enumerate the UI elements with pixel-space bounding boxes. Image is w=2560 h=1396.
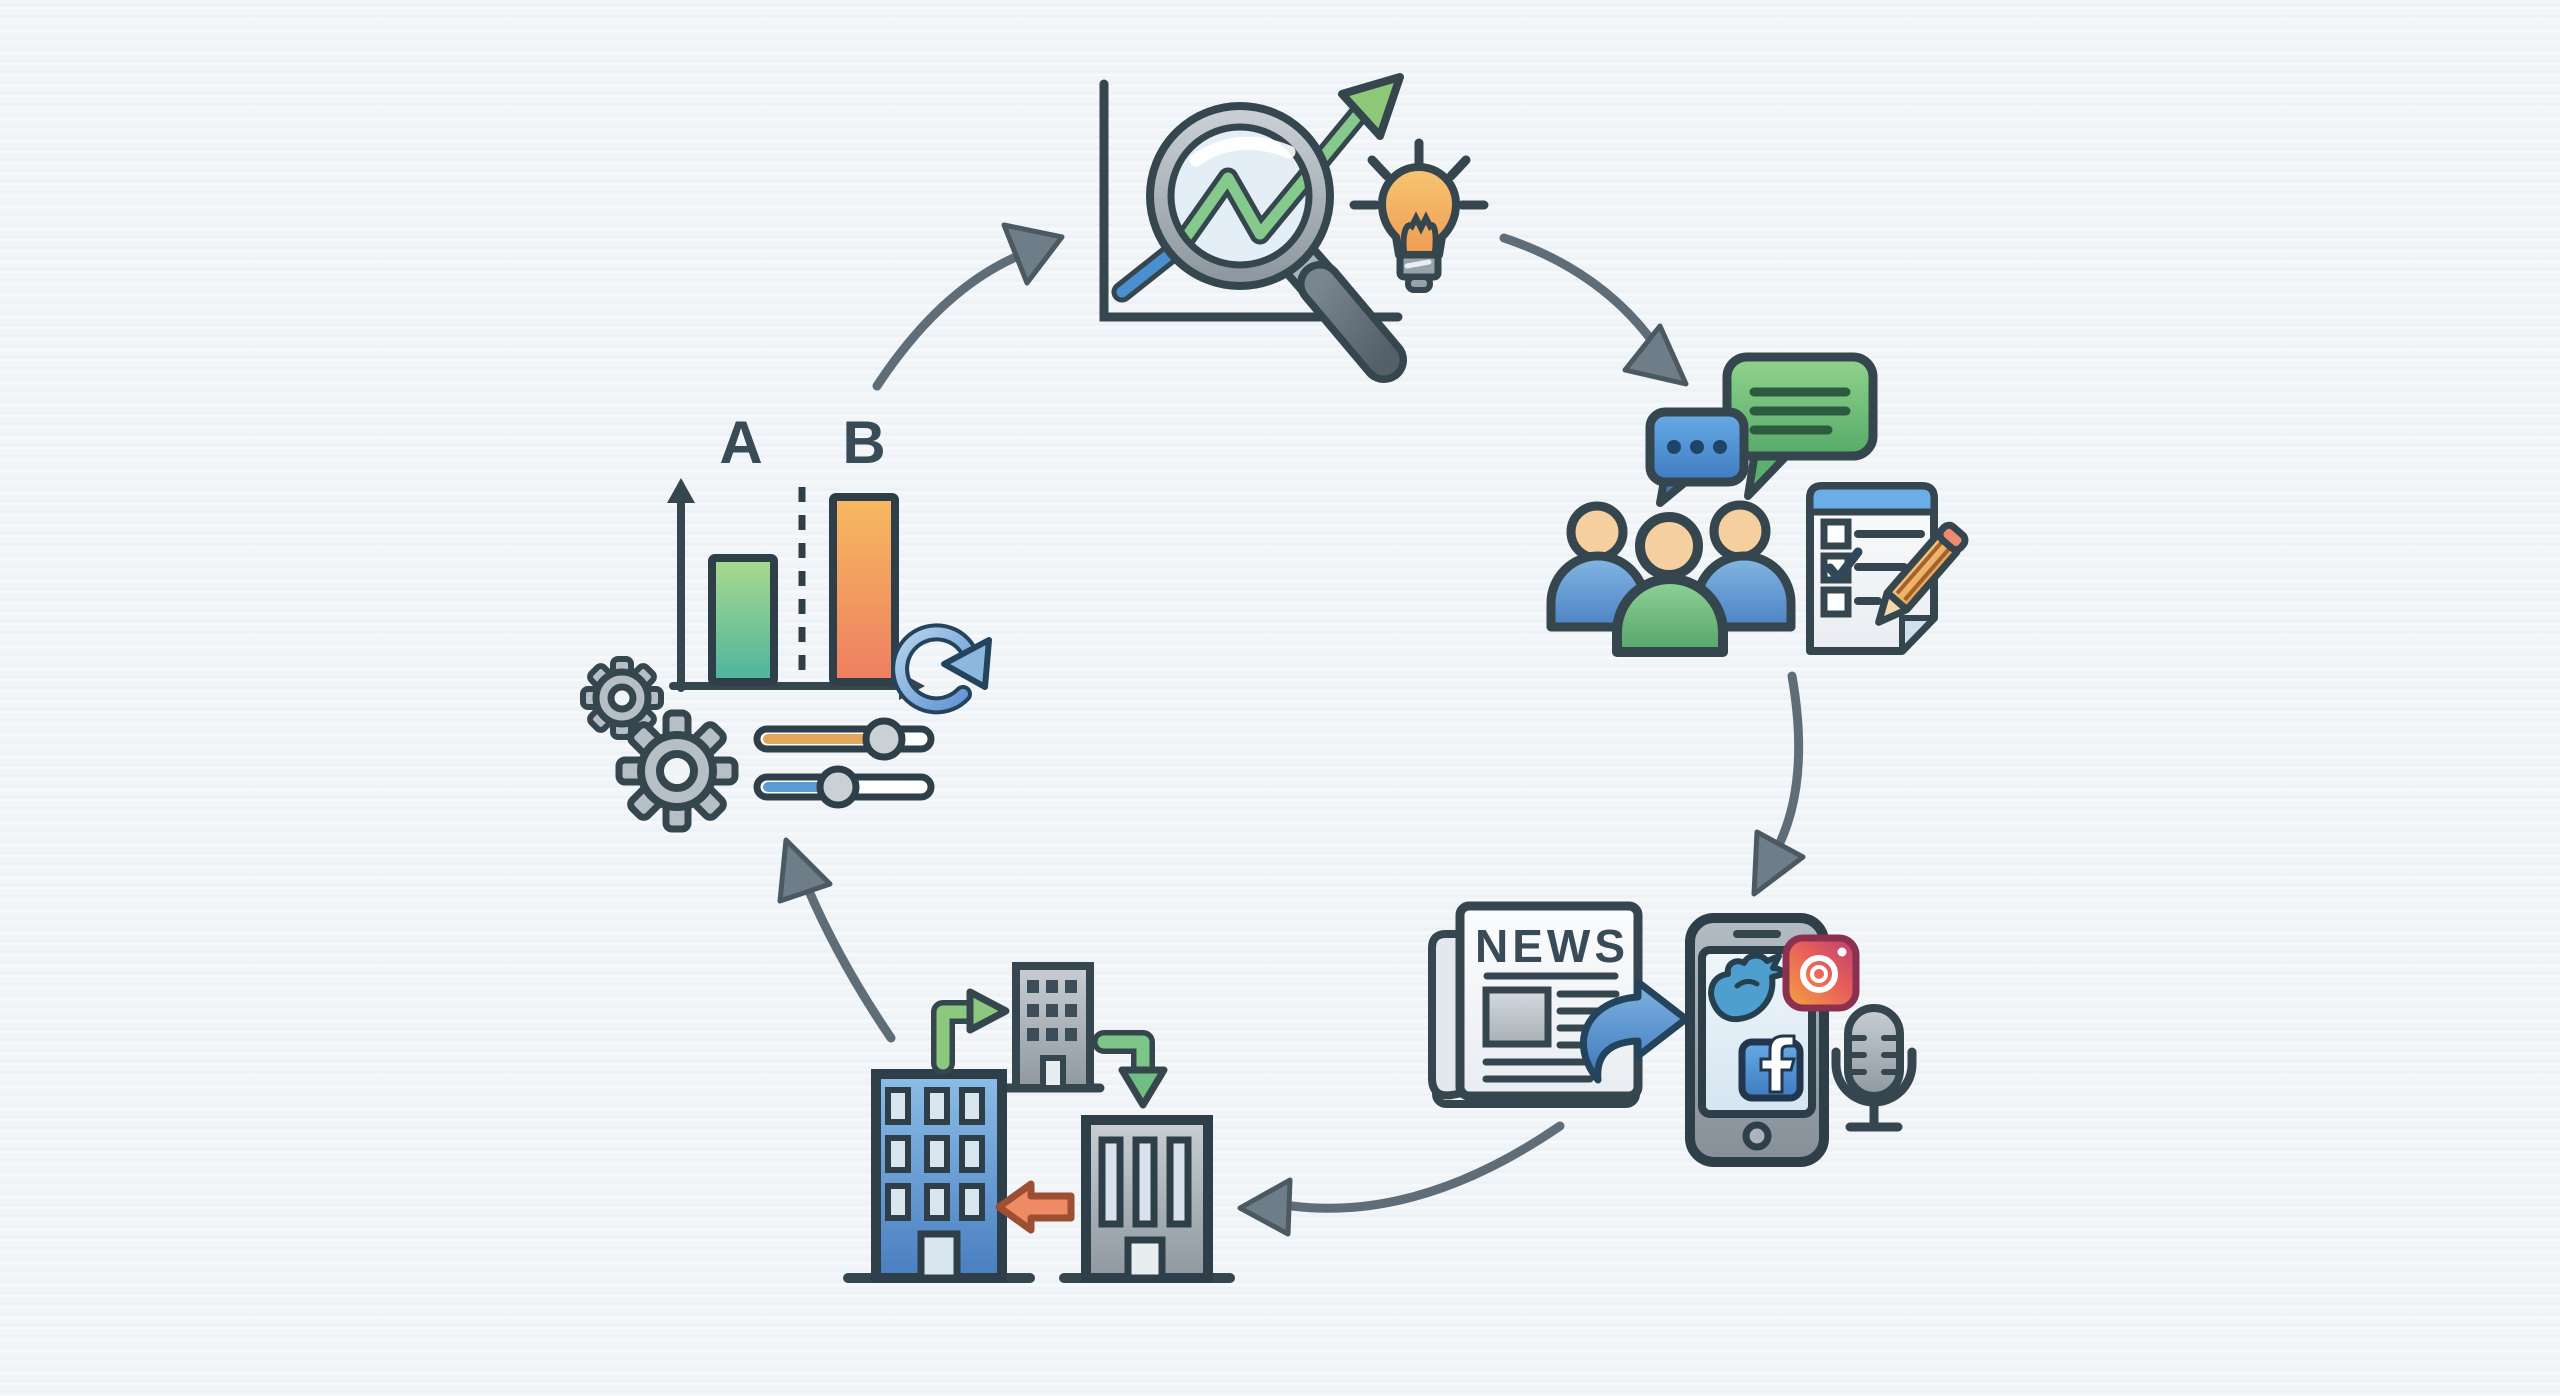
stage-news-social-media: NEWS bbox=[1428, 901, 1917, 1167]
pencil-icon bbox=[1875, 521, 1969, 626]
chat-bubble-dots-icon bbox=[1645, 407, 1749, 507]
microphone-icon bbox=[1831, 1004, 1917, 1132]
people-group-icon bbox=[1546, 500, 1796, 657]
slider-blue-icon bbox=[753, 765, 935, 809]
office-building-blue-icon bbox=[871, 1069, 1007, 1283]
stage-ab-testing: A B bbox=[580, 409, 992, 833]
lightbulb-icon bbox=[1349, 138, 1489, 293]
chat-bubble-lines-icon bbox=[1722, 352, 1878, 500]
newspaper-headline: NEWS bbox=[1475, 920, 1629, 972]
orange-left-arrow-icon bbox=[995, 1180, 1075, 1234]
slider-knob bbox=[816, 765, 860, 809]
magnifier-icon bbox=[1146, 102, 1407, 383]
slider-knob bbox=[862, 717, 906, 761]
variant-b-label: B bbox=[842, 409, 885, 476]
gear-small-icon bbox=[580, 656, 664, 740]
elbow-arrow-down-icon bbox=[1092, 1030, 1168, 1109]
share-swoosh-arrow-icon bbox=[1579, 978, 1690, 1084]
elbow-arrow-right-icon bbox=[931, 988, 1010, 1075]
variant-a-label: A bbox=[719, 409, 762, 476]
instagram-icon bbox=[1782, 934, 1860, 1012]
bar-b bbox=[829, 493, 899, 686]
chart-axes-icon bbox=[1099, 79, 1403, 322]
connector-abtest-to-analysis bbox=[872, 222, 1065, 391]
office-building-gray-icon bbox=[1081, 1115, 1213, 1283]
growth-arrow-icon bbox=[1338, 73, 1404, 140]
newspaper-photo bbox=[1482, 986, 1552, 1048]
connector-analysis-to-feedback bbox=[1499, 233, 1689, 387]
phone-home-button bbox=[1742, 1121, 1772, 1151]
facebook-icon bbox=[1738, 1034, 1804, 1102]
checkmark-icon bbox=[1825, 547, 1863, 583]
office-building-small-icon bbox=[1012, 962, 1094, 1092]
connector-feedback-to-media bbox=[1751, 671, 1806, 897]
stage-organizations bbox=[843, 962, 1235, 1283]
gear-large-icon bbox=[615, 709, 739, 833]
slider-orange-icon bbox=[753, 717, 935, 761]
twitter-icon bbox=[1708, 952, 1787, 1023]
connector-media-to-organizations bbox=[1237, 1121, 1565, 1237]
stage-trend-analysis bbox=[1099, 73, 1489, 383]
refresh-icon bbox=[891, 623, 992, 715]
bar-a bbox=[708, 554, 778, 686]
connector-organizations-to-abtest bbox=[777, 837, 896, 1043]
stage-audience-feedback bbox=[1546, 352, 1969, 657]
